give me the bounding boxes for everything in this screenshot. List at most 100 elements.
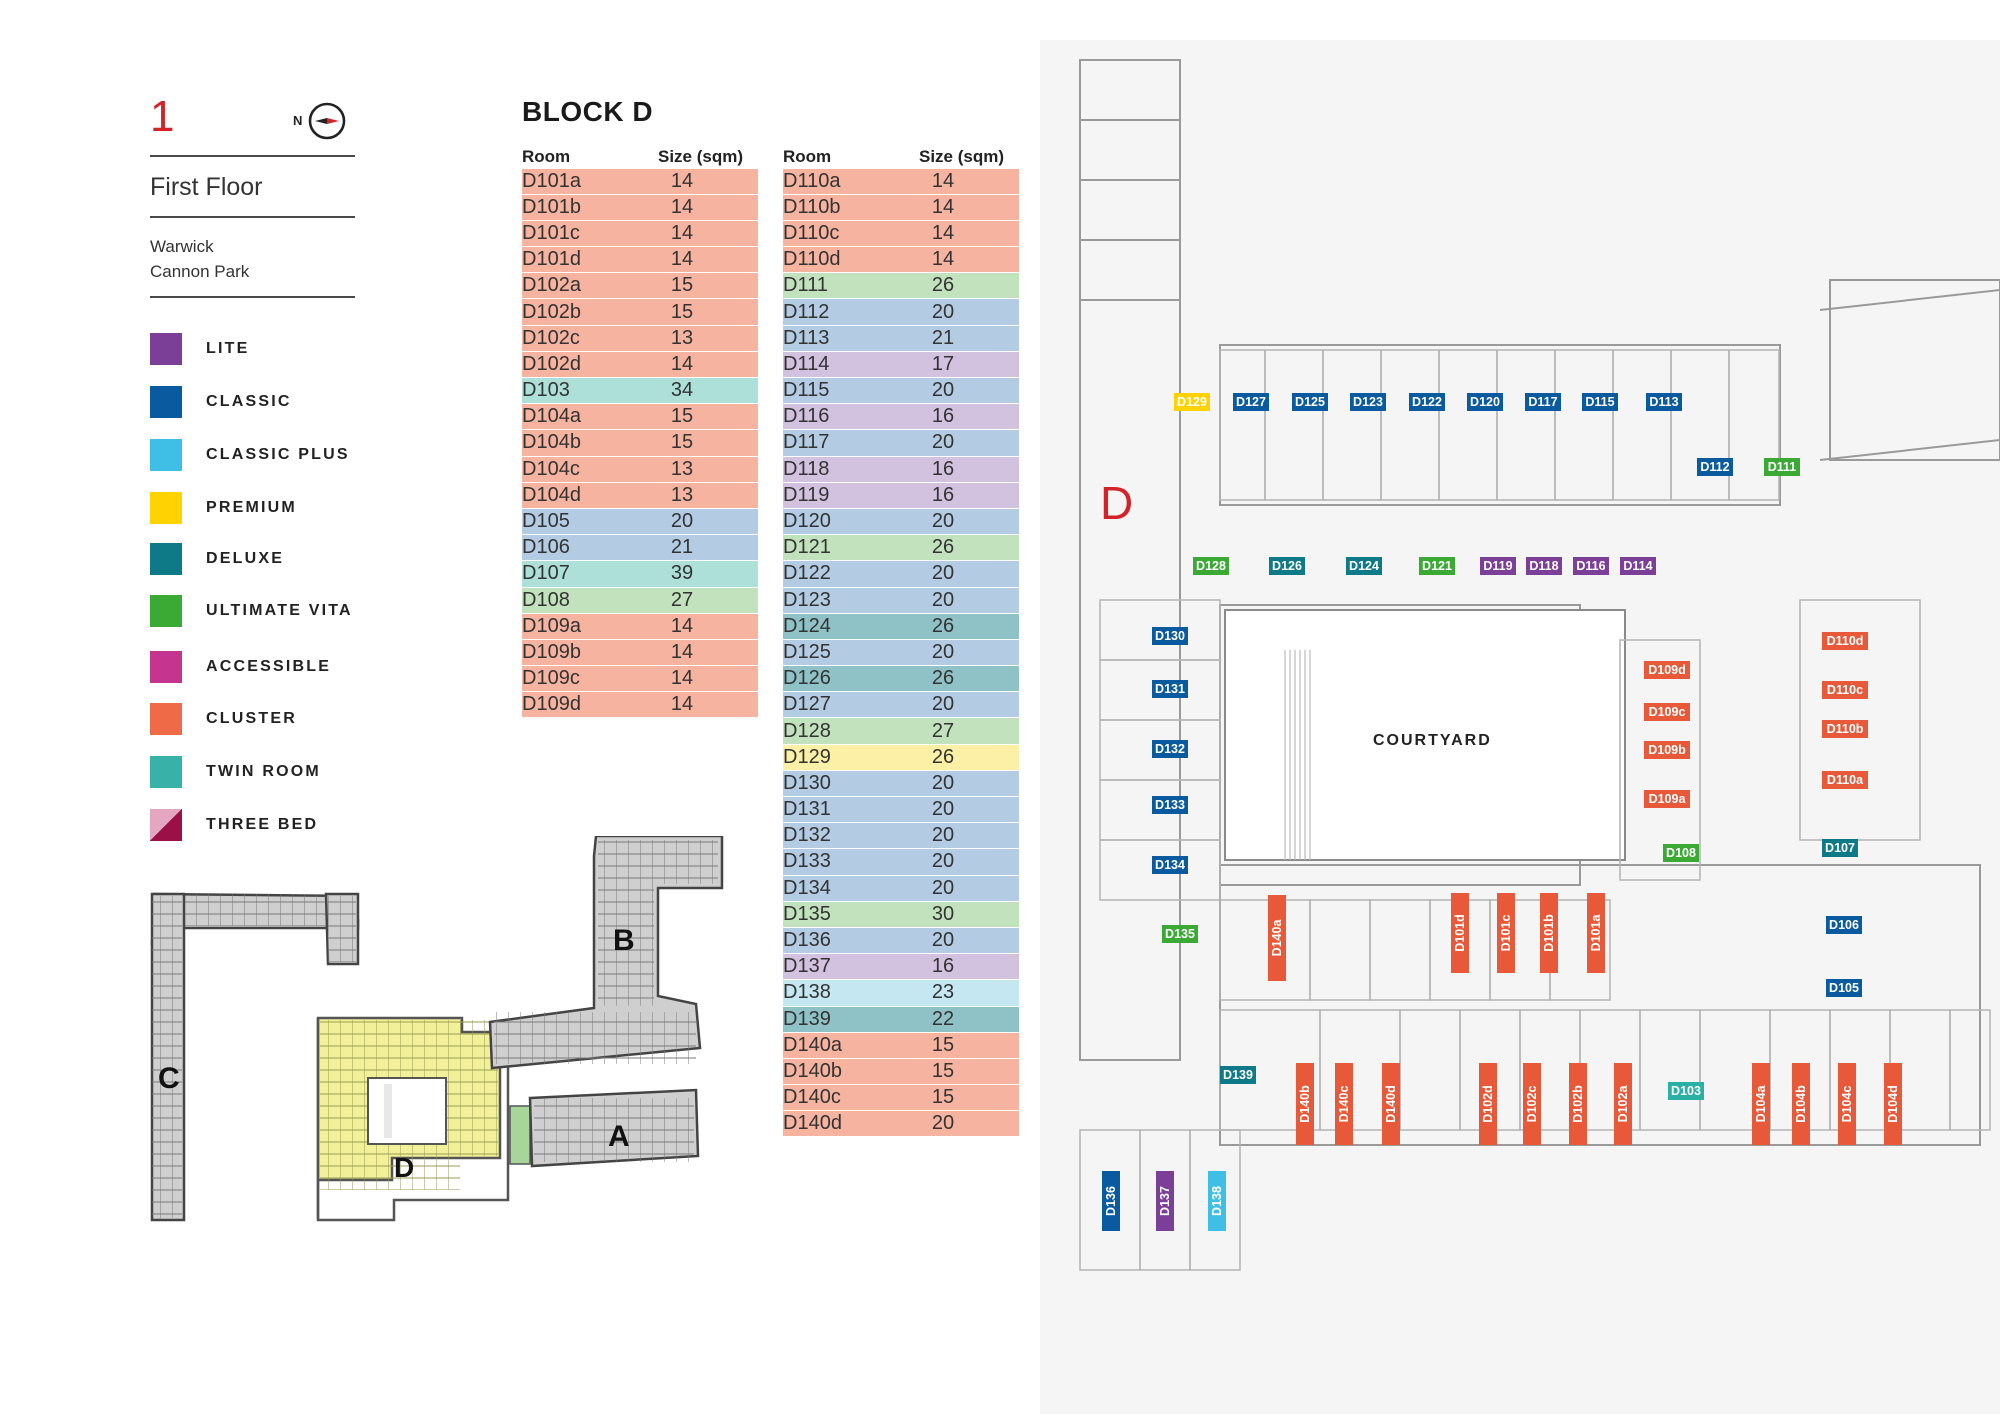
plan-room-tag[interactable]: D122 [1409,393,1445,411]
plan-room-tag[interactable]: D101d [1451,893,1469,973]
legend-label: ULTIMATE VITA [206,602,353,619]
plan-room-tag[interactable]: D105 [1826,979,1862,997]
room-size-cell: 14 [901,246,1019,274]
plan-room-tag[interactable]: D140c [1335,1063,1353,1145]
plan-room-tag[interactable]: D106 [1826,916,1862,934]
room-size-cell: 21 [901,325,1019,352]
legend-label: CLASSIC [206,393,292,410]
plan-room-tag[interactable]: D109c [1644,703,1690,721]
key-block-d[interactable]: D [316,1016,510,1222]
col-size-header: Size (sqm) [919,146,1005,166]
plan-room-tag[interactable]: D107 [1822,839,1858,857]
plan-room-tag[interactable]: D116 [1573,557,1609,575]
plan-room-tag[interactable]: D126 [1269,557,1305,575]
plan-room-tag[interactable]: D110a [1822,771,1868,789]
room-size-cell: 17 [901,351,1019,379]
legend-swatch [150,703,182,735]
plan-room-tag[interactable]: D102a [1614,1063,1632,1145]
room-id-cell: D115 [783,377,901,405]
plan-room-tag[interactable]: D125 [1292,393,1328,411]
plan-room-tag[interactable]: D130 [1152,627,1188,645]
plan-room-tag[interactable]: D104a [1752,1063,1770,1145]
plan-room-tag-label: D101b [1542,914,1556,952]
plan-room-tag[interactable]: D140d [1382,1063,1400,1145]
legend-item-lite: LITE [150,333,410,365]
plan-room-tag[interactable]: D109b [1644,741,1690,759]
plan-room-tag[interactable]: D140b [1296,1063,1314,1145]
plan-room-tag[interactable]: D120 [1467,393,1503,411]
plan-room-tag[interactable]: D134 [1152,856,1188,874]
plan-room-tag[interactable]: D103 [1668,1082,1704,1100]
plan-room-tag[interactable]: D110d [1822,632,1868,650]
room-id-cell: D104d [522,482,640,509]
plan-room-tag[interactable]: D133 [1152,796,1188,814]
plan-room-tag[interactable]: D101c [1497,893,1515,973]
key-block-b: B [488,836,724,1070]
legend-item-ultimate-vita: ULTIMATE VITA [150,595,410,627]
plan-room-tag-label: D140a [1270,919,1284,957]
plan-room-tag[interactable]: D123 [1350,393,1386,411]
room-id-cell: D101a [522,166,640,195]
plan-room-tag[interactable]: D104b [1792,1063,1810,1145]
plan-room-tag-label: D101a [1589,914,1603,952]
plan-room-tag[interactable]: D131 [1152,680,1188,698]
plan-room-tag[interactable]: D109d [1644,661,1690,679]
plan-room-tag[interactable]: D118 [1526,557,1562,575]
room-id-cell: D140c [783,1084,901,1112]
room-id-cell: D109d [522,691,640,719]
plan-room-tag[interactable]: D102b [1569,1063,1587,1145]
plan-room-tag[interactable]: D104c [1838,1063,1856,1145]
plan-room-tag[interactable]: D102d [1479,1063,1497,1145]
plan-room-tag[interactable]: D128 [1193,557,1229,575]
plan-room-tag[interactable]: D101b [1540,893,1558,973]
plan-room-tag[interactable]: D119 [1480,557,1516,575]
plan-room-tag[interactable]: D101a [1587,893,1605,973]
plan-room-tag[interactable]: D113 [1646,393,1682,411]
plan-room-tag[interactable]: D129 [1174,393,1210,411]
plan-room-tag[interactable]: D135 [1162,925,1198,943]
plan-room-tag[interactable]: D109a [1644,790,1690,808]
plan-room-tag[interactable]: D112 [1697,458,1733,476]
plan-room-tag[interactable]: D114 [1620,557,1656,575]
plan-room-tag[interactable]: D104d [1884,1063,1902,1145]
compass-label: N [293,113,302,128]
plan-room-tag[interactable]: D137 [1156,1171,1174,1231]
plan-room-tag[interactable]: D136 [1102,1171,1120,1231]
plan-room-tag[interactable]: D108 [1663,844,1699,862]
plan-room-tag[interactable]: D117 [1525,393,1561,411]
plan-room-tag[interactable]: D139 [1220,1066,1256,1084]
room-size-cell: 20 [901,691,1019,719]
legend-label: THREE BED [206,816,319,833]
col-room-header: Room [522,146,571,166]
room-size-cell: 15 [640,429,758,457]
plan-room-tag[interactable]: D124 [1346,557,1382,575]
plan-room-tag[interactable]: D102c [1523,1063,1541,1145]
room-id-cell: D109b [522,639,640,667]
plan-room-tag[interactable]: D121 [1419,557,1455,575]
room-id-cell: D116 [783,403,901,431]
plan-room-tag[interactable]: D111 [1764,458,1800,476]
room-id-cell: D111 [783,272,901,300]
room-size-cell: 16 [901,482,1019,509]
plan-room-tag[interactable]: D127 [1233,393,1269,411]
plan-room-tag[interactable]: D132 [1152,740,1188,758]
legend-label: PREMIUM [206,499,297,516]
plan-room-tag[interactable]: D110b [1822,720,1868,738]
plan-room-tag[interactable]: D115 [1582,393,1618,411]
plan-room-tag[interactable]: D110c [1822,681,1868,699]
legend-item-twin-room: TWIN ROOM [150,756,410,788]
room-size-cell: 20 [901,1110,1019,1138]
legend-swatch [150,439,182,471]
plan-room-tag[interactable]: D138 [1208,1171,1226,1231]
plan-room-tag[interactable]: D140a [1268,895,1286,981]
